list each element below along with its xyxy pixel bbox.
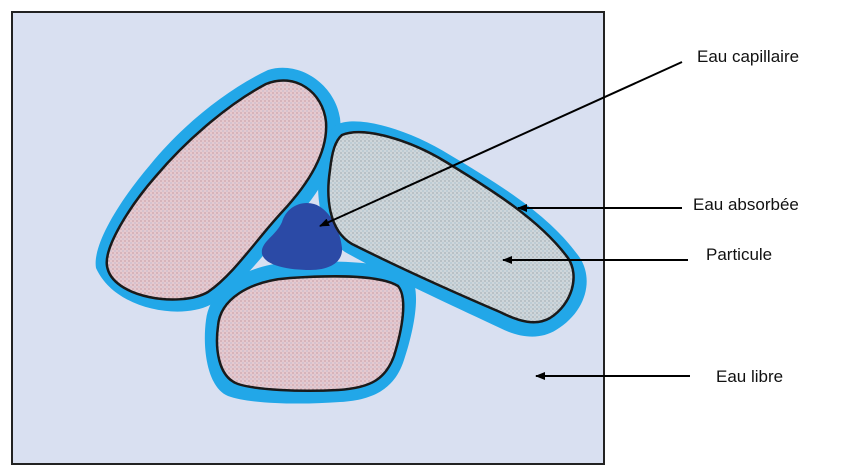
- label-capillary-water: Eau capillaire: [697, 47, 799, 66]
- particle-bottom: [215, 275, 405, 392]
- particle-left: [105, 79, 328, 301]
- label-particle: Particule: [706, 245, 772, 264]
- arrow-capillary-water: [319, 61, 683, 227]
- label-adsorbed-water: Eau absorbée: [693, 195, 799, 214]
- particle-right: [327, 131, 575, 324]
- particles: [105, 79, 575, 392]
- arrows: [319, 61, 690, 380]
- label-free-water: Eau libre: [716, 367, 783, 386]
